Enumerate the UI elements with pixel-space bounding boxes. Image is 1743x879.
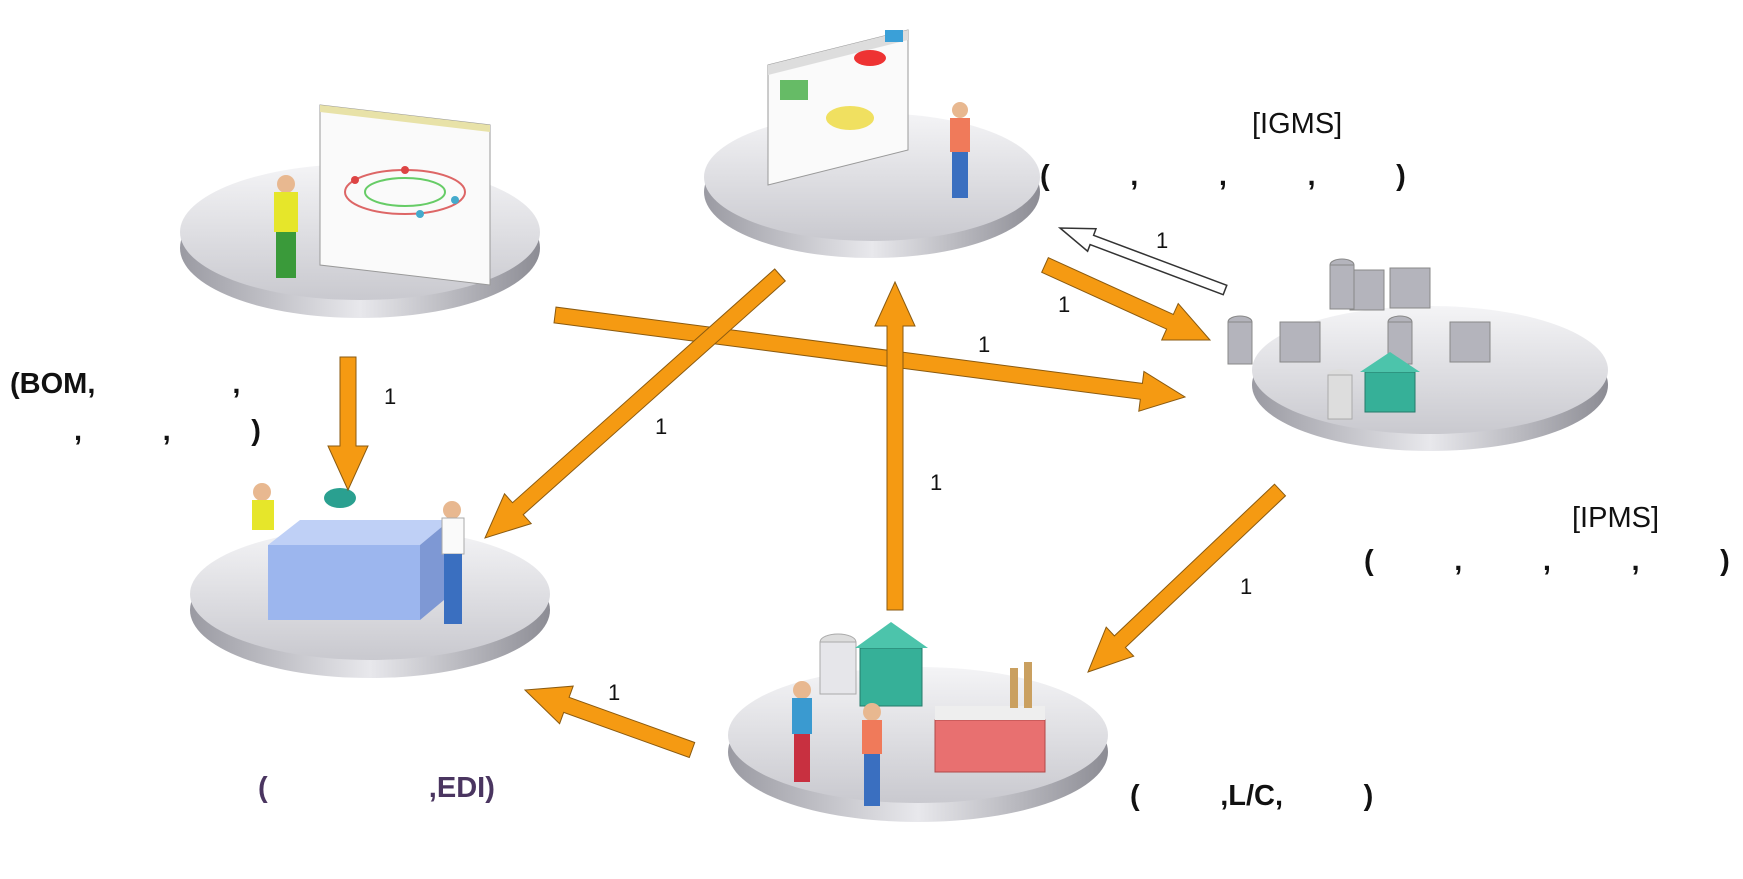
arrow-igms-to-sales bbox=[484, 268, 787, 539]
label-ipms: [IPMS] bbox=[1572, 502, 1660, 534]
label-bom-line1: (BOM, , bbox=[10, 368, 241, 400]
arrow-label-bottom-to-sales: 1 bbox=[608, 680, 621, 705]
label-igms: [IGMS] bbox=[1252, 108, 1343, 140]
disc-top-left-design bbox=[180, 104, 540, 318]
arrow-production-to-sales bbox=[523, 685, 696, 759]
arrow-label-ipms-to-bottom: 1 bbox=[1240, 574, 1253, 599]
disc-bottom-left-sales bbox=[190, 483, 550, 678]
disc-right-ipms bbox=[1227, 258, 1608, 451]
disc-bottom-center-production bbox=[728, 622, 1108, 822]
arrow-layer bbox=[327, 227, 1287, 759]
arrow-igms-to-ipms bbox=[1041, 257, 1212, 341]
arrow-design-to-sales bbox=[327, 356, 369, 492]
label-ipms-detail: ( , , , ) bbox=[1364, 545, 1730, 577]
arrow-label-left-down: 1 bbox=[384, 384, 397, 409]
label-lc: ( ,L/C, ) bbox=[1130, 780, 1374, 812]
arrow-label-bottom-up: 1 bbox=[930, 470, 943, 495]
arrow-ipms-to-igms bbox=[1057, 227, 1228, 296]
label-edi: ( ,EDI) bbox=[258, 772, 495, 804]
label-igms-detail: ( , , , ) bbox=[1040, 160, 1406, 192]
arrow-label-igms-to-sales: 1 bbox=[655, 414, 668, 439]
arrow-label-igms-to-ipms: 1 bbox=[1058, 292, 1071, 317]
arrow-label-left-to-ipms: 1 bbox=[978, 332, 991, 357]
disc-top-center-igms bbox=[704, 29, 1040, 258]
arrow-production-to-igms bbox=[874, 280, 916, 611]
arrow-label-igms-back: 1 bbox=[1156, 228, 1169, 253]
arrow-ipms-to-production bbox=[1087, 483, 1287, 673]
label-bom-line2: , , ) bbox=[74, 415, 261, 447]
